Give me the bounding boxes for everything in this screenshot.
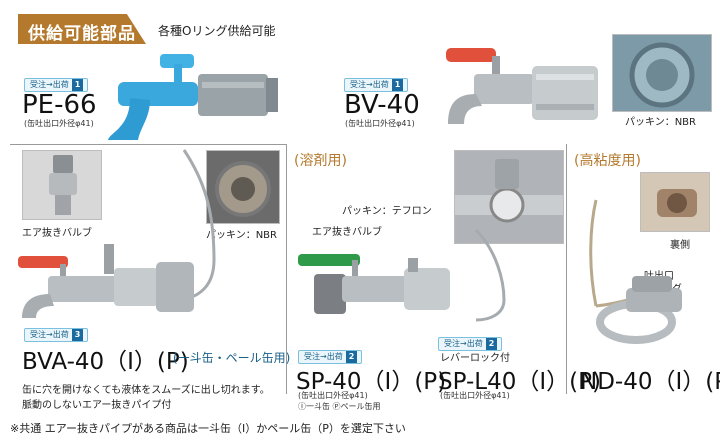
- bv40-packing-photo: [612, 34, 712, 112]
- divider-left-mid: [286, 144, 287, 394]
- footer-note: ※共通 エアー抜きパイプがある商品は一斗缶（I）かペール缶（P）を選定下さい: [10, 422, 406, 435]
- pe66-faucet-image: [108, 54, 278, 140]
- header-subtitle: 各種Oリング供給可能: [158, 24, 276, 38]
- bv40-product-note: (缶吐出口外径φ41): [345, 119, 415, 128]
- spl40-product-name: SP-L40（I）(P): [438, 369, 601, 395]
- sp40-product-note: (缶吐出口外径φ41): [298, 391, 368, 400]
- divider-top: [10, 144, 286, 145]
- nd40-valve-image: [589, 199, 682, 344]
- sp40-product-name: SP-40（I）(P): [296, 369, 447, 395]
- bva40-description-line-2: 脈動のしないエアー抜きパイプ付: [22, 400, 172, 411]
- bva40-product-extra: (一斗缶・ペール缶用): [173, 351, 291, 365]
- bv40-packing-label: パッキン：NBR: [625, 117, 696, 128]
- bv40-valve-image: [446, 48, 598, 124]
- sp40-valve-image: [298, 228, 506, 322]
- bva40-product-name: BVA-40（I）(P): [22, 349, 189, 375]
- bva40-air-valve-label: エア抜きバルブ: [22, 228, 92, 239]
- nd40-reverse-label: 裏側: [670, 240, 690, 251]
- bva40-air-valve-photo: [22, 150, 102, 220]
- spl40-product-note: (缶吐出口外径φ41): [440, 391, 510, 400]
- high-viscosity-section-title: (高粘度用): [574, 153, 641, 169]
- pe66-product-name: PE-66: [22, 90, 97, 120]
- divider-right-mid: [566, 144, 567, 394]
- solvent-packing-teflon-label: パッキン：テフロン: [342, 206, 432, 217]
- solvent-packing-photo: [454, 150, 564, 244]
- pe66-product-note: (缶吐出口外径φ41): [24, 119, 94, 128]
- nd40-reverse-photo: [640, 172, 710, 232]
- bv40-product-name: BV-40: [344, 90, 420, 120]
- nd40-product-name: ND-40（I）(P): [580, 369, 720, 395]
- bva40-valve-image: [18, 149, 216, 318]
- bva40-packing-label: パッキン：NBR: [206, 230, 277, 241]
- spl40-lever-lock-label: レバーロック付: [440, 353, 510, 364]
- bva40-packing-photo: [206, 150, 280, 224]
- bva40-description-line-1: 缶に穴を開けなくても液体をスムーズに出し切れます。: [22, 385, 270, 396]
- header-tab: 供給可能部品: [18, 14, 146, 44]
- solvent-air-valve-label: エア抜きバルブ: [312, 227, 382, 238]
- header-tab-label: 供給可能部品: [28, 24, 136, 44]
- sp40-product-note-2: Ⓘ一斗缶 Ⓟペール缶用: [298, 402, 381, 411]
- solvent-section-title: (溶剤用): [294, 153, 347, 169]
